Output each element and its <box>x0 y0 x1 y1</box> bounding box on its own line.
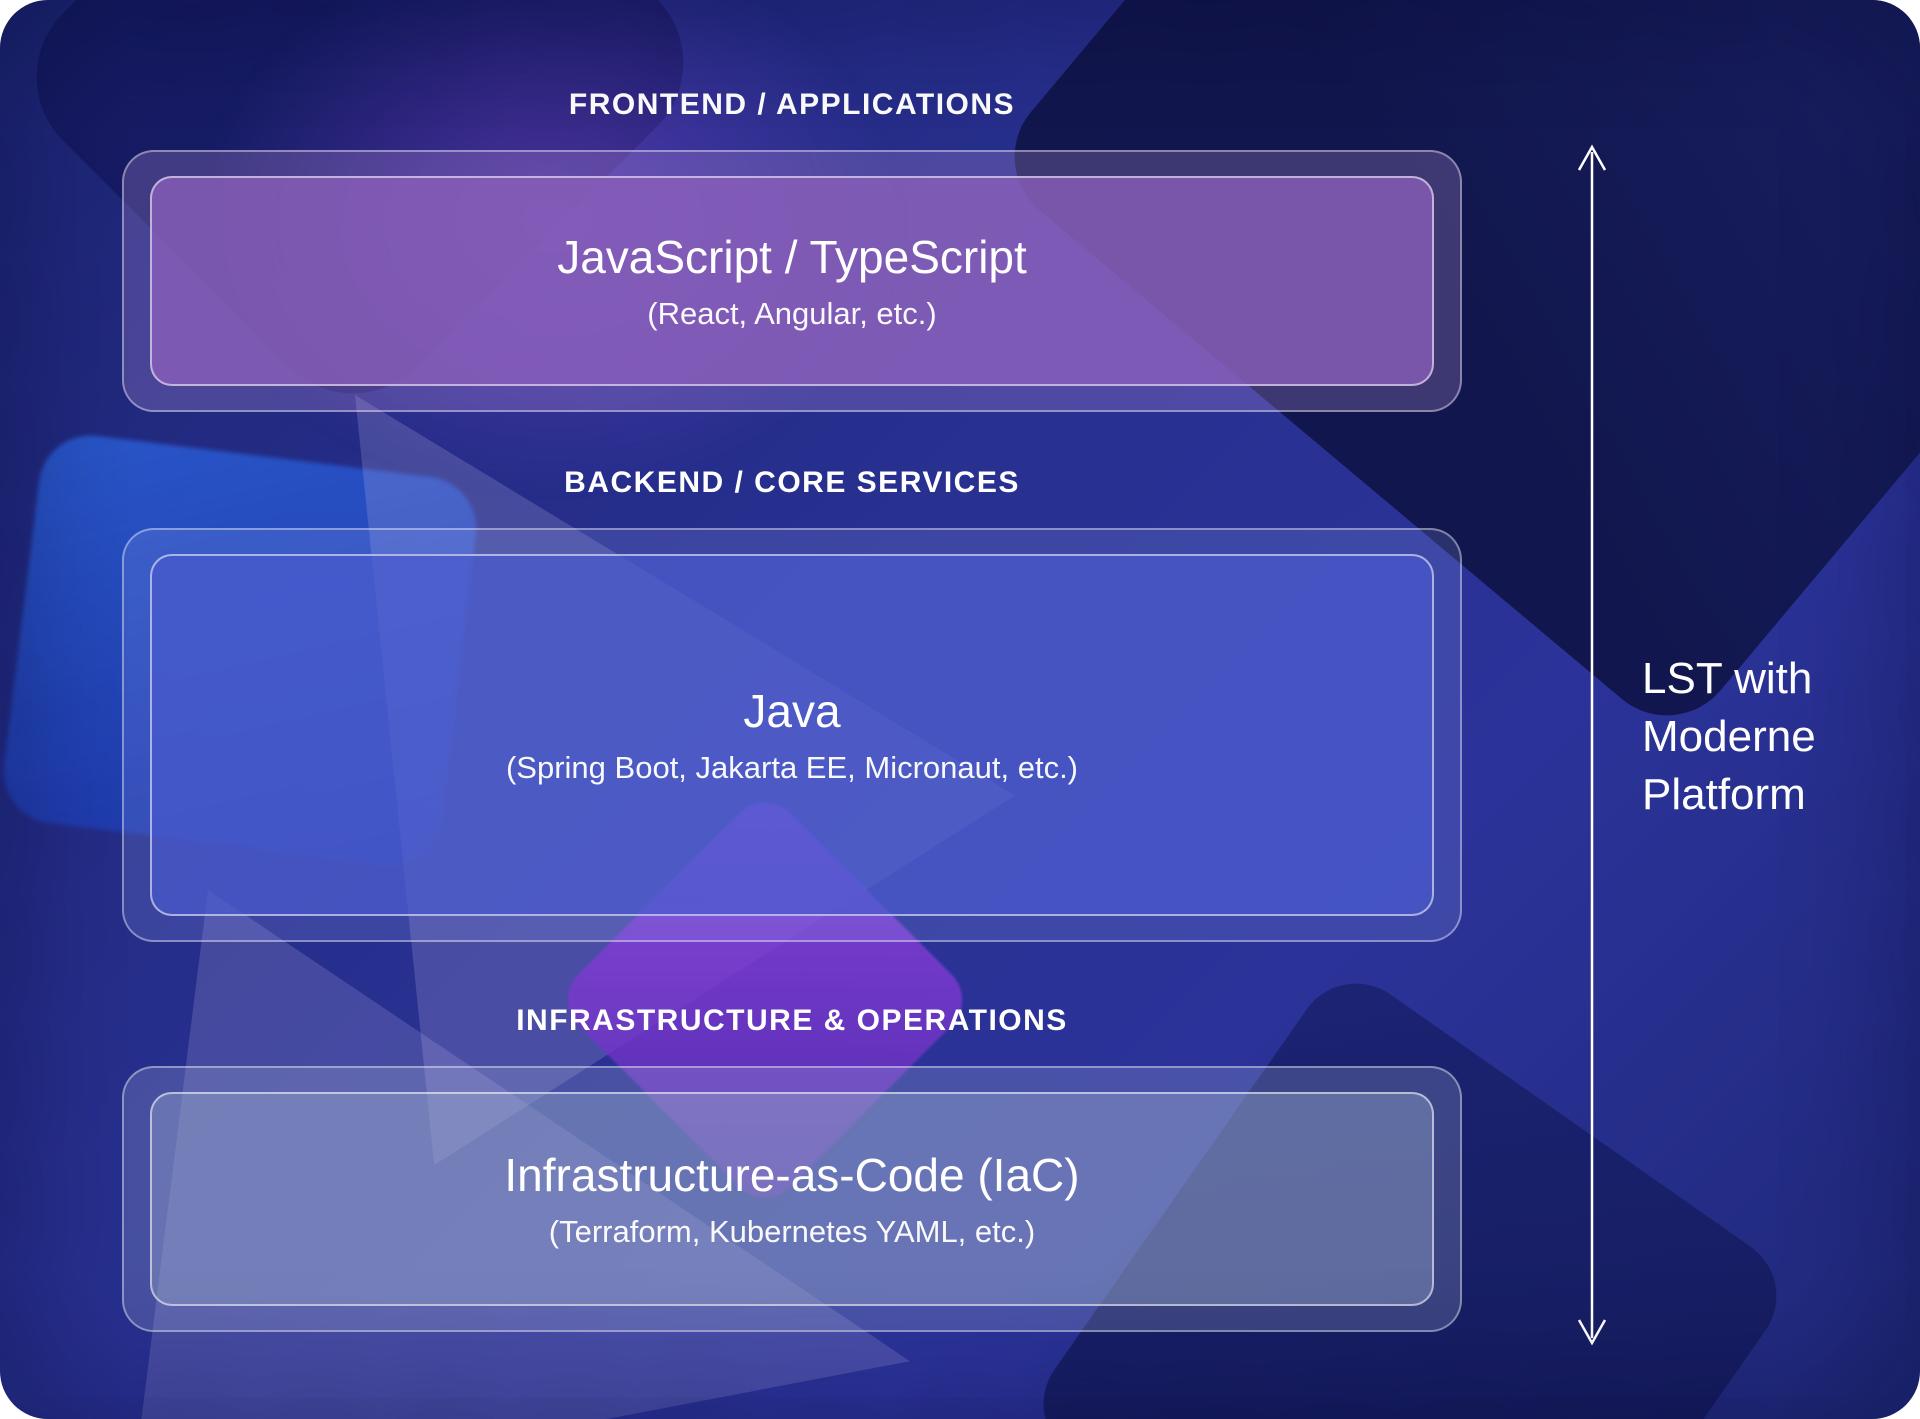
arrow-label: LST with Moderne Platform <box>1642 654 1816 820</box>
infrastructure-inner-box: Infrastructure-as-Code (IaC) (Terraform,… <box>150 1092 1434 1306</box>
infrastructure-subtitle: (Terraform, Kubernetes YAML, etc.) <box>548 1214 1036 1249</box>
frontend-subtitle: (React, Angular, etc.) <box>647 296 937 331</box>
frontend-layer-box: JavaScript / TypeScript (React, Angular,… <box>122 150 1462 412</box>
section-label-backend: BACKEND / CORE SERVICES <box>564 466 1020 499</box>
section-label-infrastructure: INFRASTRUCTURE & OPERATIONS <box>516 1004 1068 1037</box>
frontend-title: JavaScript / TypeScript <box>557 231 1027 283</box>
infrastructure-title: Infrastructure-as-Code (IaC) <box>504 1149 1080 1201</box>
infrastructure-layer-box: Infrastructure-as-Code (IaC) (Terraform,… <box>122 1066 1462 1332</box>
section-label-frontend: FRONTEND / APPLICATIONS <box>568 88 1016 121</box>
backend-title: Java <box>743 685 841 737</box>
backend-subtitle: (Spring Boot, Jakarta EE, Micronaut, etc… <box>505 750 1079 785</box>
backend-layer-box: Java (Spring Boot, Jakarta EE, Micronaut… <box>122 528 1462 942</box>
frontend-inner-box: JavaScript / TypeScript (React, Angular,… <box>150 176 1434 386</box>
backend-inner-box: Java (Spring Boot, Jakarta EE, Micronaut… <box>150 554 1434 916</box>
double-arrow-vertical-icon <box>1577 144 1607 1346</box>
